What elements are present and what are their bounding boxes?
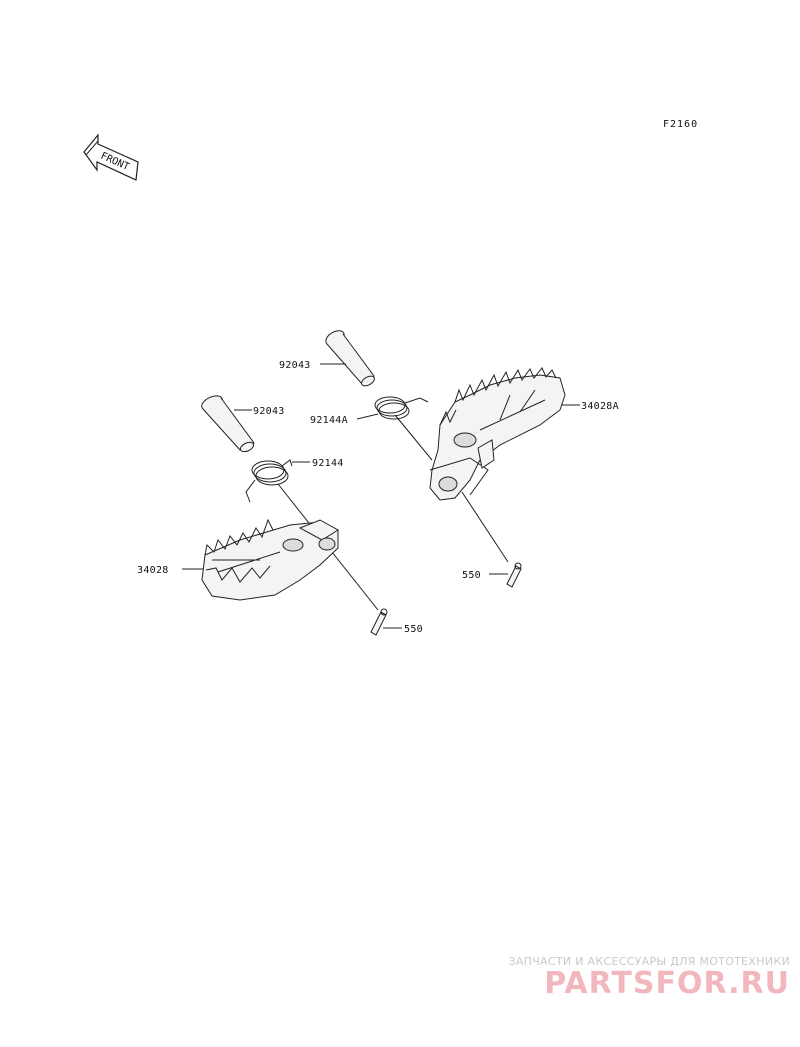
spring-right bbox=[374, 396, 429, 420]
label-cotter-left: 550 bbox=[404, 624, 423, 635]
cotter-pin-right bbox=[506, 562, 522, 588]
cotter-pin-left bbox=[370, 608, 388, 636]
label-cotter-right: 550 bbox=[462, 570, 481, 581]
label-spring-right: 92144A bbox=[310, 415, 348, 426]
spring-left bbox=[245, 459, 293, 503]
footpeg-right bbox=[429, 367, 566, 501]
watermark-subtitle: ЗАПЧАСТИ И АКСЕССУАРЫ ДЛЯ МОТОТЕХНИКИ bbox=[508, 955, 790, 968]
footpeg-left bbox=[201, 518, 339, 601]
pin-right bbox=[325, 330, 375, 387]
figure-code: F2160 bbox=[663, 119, 699, 130]
label-pin-right: 92043 bbox=[279, 360, 311, 371]
front-arrow-icon: FRONT bbox=[83, 133, 139, 181]
label-pin-left: 92043 bbox=[253, 406, 285, 417]
label-footpeg-left: 34028 bbox=[137, 565, 169, 576]
watermark-logo: PARTSFOR.RU bbox=[544, 966, 790, 1001]
pin-left bbox=[201, 395, 255, 453]
label-spring-left: 92144 bbox=[312, 458, 344, 469]
label-footpeg-right: 34028A bbox=[581, 401, 619, 412]
